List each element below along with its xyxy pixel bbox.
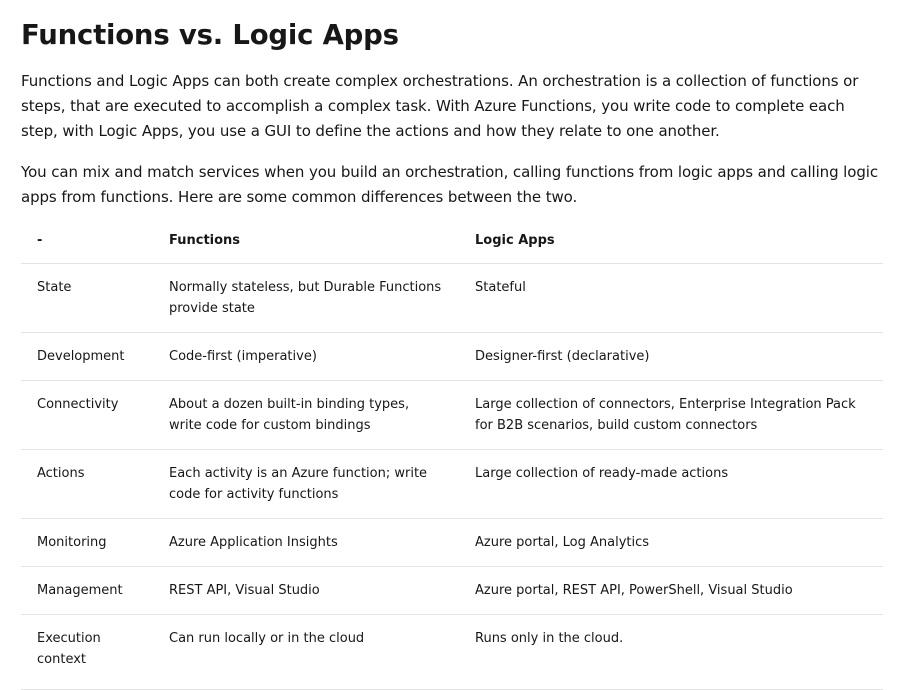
table-row: Development Code-first (imperative) Desi… bbox=[21, 332, 883, 381]
comparison-paragraph: You can mix and match services when you … bbox=[21, 163, 878, 206]
header-logic-apps: Logic Apps bbox=[459, 217, 883, 264]
table-row: Actions Each activity is an Azure functi… bbox=[21, 449, 883, 519]
logic-apps-cell: Runs only in the cloud. bbox=[459, 614, 883, 690]
table-row: Connectivity About a dozen built-in bind… bbox=[21, 380, 883, 450]
logic-apps-cell: Azure portal, REST API, PowerShell, Visu… bbox=[459, 566, 883, 615]
intro-paragraph: Functions and Logic Apps can both create… bbox=[21, 72, 859, 140]
table-row: State Normally stateless, but Durable Fu… bbox=[21, 263, 883, 333]
functions-cell: Can run locally or in the cloud bbox=[153, 614, 459, 690]
row-label: Connectivity bbox=[21, 380, 153, 450]
table-header-row: - Functions Logic Apps bbox=[21, 217, 883, 264]
table-row: Monitoring Azure Application Insights Az… bbox=[21, 518, 883, 567]
row-label: Development bbox=[21, 332, 153, 381]
logic-apps-cell: Stateful bbox=[459, 263, 883, 333]
logic-apps-cell: Large collection of ready-made actions bbox=[459, 449, 883, 519]
functions-cell: Each activity is an Azure function; writ… bbox=[153, 449, 459, 519]
header-dash: - bbox=[21, 217, 153, 264]
functions-cell: Azure Application Insights bbox=[153, 518, 459, 567]
functions-cell: Code-first (imperative) bbox=[153, 332, 459, 381]
comparison-table: - Functions Logic Apps State Normally st… bbox=[21, 217, 883, 690]
row-label: State bbox=[21, 263, 153, 333]
row-label: Management bbox=[21, 566, 153, 615]
functions-cell: Normally stateless, but Durable Function… bbox=[153, 263, 459, 333]
functions-cell: REST API, Visual Studio bbox=[153, 566, 459, 615]
logic-apps-cell: Azure portal, Log Analytics bbox=[459, 518, 883, 567]
table-row: Management REST API, Visual Studio Azure… bbox=[21, 566, 883, 615]
row-label: Monitoring bbox=[21, 518, 153, 567]
row-label: Execution context bbox=[21, 614, 153, 690]
logic-apps-cell: Designer-first (declarative) bbox=[459, 332, 883, 381]
functions-cell: About a dozen built-in binding types, wr… bbox=[153, 380, 459, 450]
page-title: Functions vs. Logic Apps bbox=[21, 19, 399, 51]
row-label: Actions bbox=[21, 449, 153, 519]
logic-apps-cell: Large collection of connectors, Enterpri… bbox=[459, 380, 883, 450]
table-row: Execution context Can run locally or in … bbox=[21, 614, 883, 690]
header-functions: Functions bbox=[153, 217, 459, 264]
